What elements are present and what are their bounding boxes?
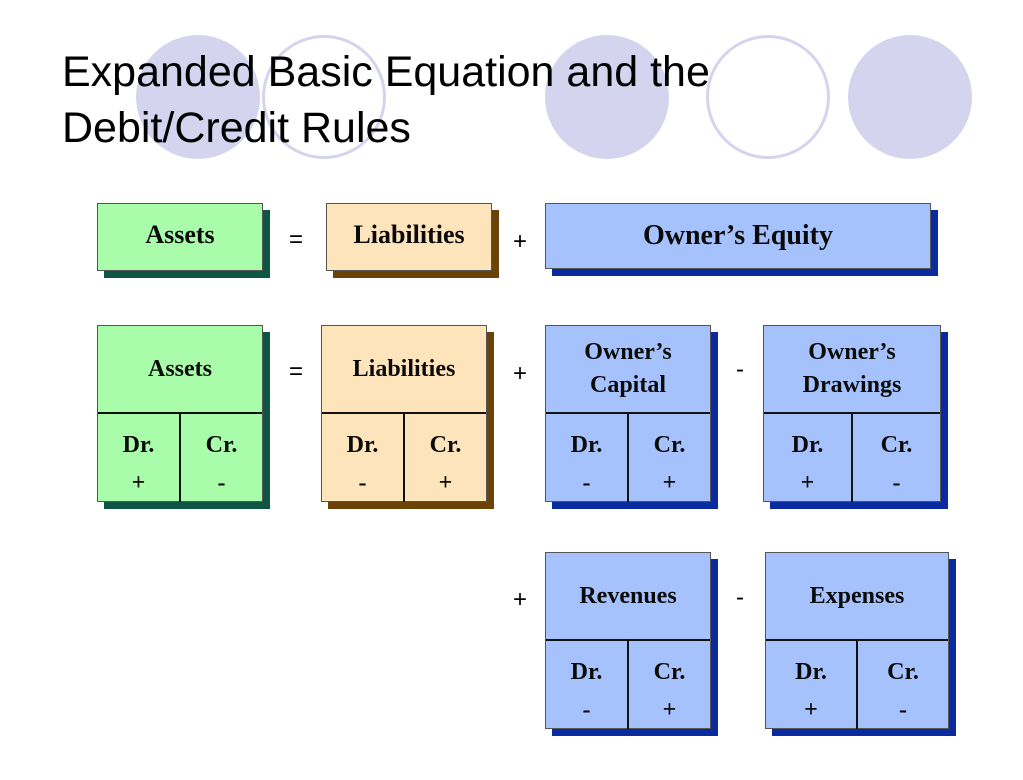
t-account-face: Liabilities Dr. - Cr. + xyxy=(321,325,487,502)
expenses-head: Expenses xyxy=(809,582,905,609)
t-account-face: Owner’s Capital Dr. - Cr. + xyxy=(545,325,711,502)
decorative-circle xyxy=(136,35,260,159)
decorative-circle xyxy=(545,35,669,159)
credit-sign: + xyxy=(662,697,677,723)
debit-sign: + xyxy=(800,470,815,496)
debit-column: Dr. - xyxy=(546,641,629,729)
assets-box: Assets xyxy=(97,203,270,278)
t-account-head: Owner’s Drawings xyxy=(764,326,940,414)
credit-column: Cr. + xyxy=(405,414,486,502)
owners-equity-box: Owner’s Equity xyxy=(545,203,938,276)
debit-column: Dr. + xyxy=(766,641,858,729)
decorative-ring xyxy=(706,35,830,159)
equals-sign: = xyxy=(288,358,303,385)
revenues-t-account: Revenues Dr. - Cr. + xyxy=(545,552,718,736)
t-account-head: Expenses xyxy=(766,553,948,641)
owners-drawings-head-line-1: Owner’s xyxy=(808,339,896,365)
t-account-head: Assets xyxy=(98,326,262,414)
credit-column: Cr. - xyxy=(853,414,940,502)
t-account-head: Owner’s Capital xyxy=(546,326,710,414)
expenses-t-account: Expenses Dr. + Cr. - xyxy=(765,552,956,736)
t-account-columns: Dr. - Cr. + xyxy=(322,414,486,502)
plus-sign: + xyxy=(512,228,527,255)
owners-capital-head-line-1: Owner’s xyxy=(584,339,672,365)
equals-sign: = xyxy=(288,226,303,253)
credit-sign: - xyxy=(217,470,226,496)
liabilities-label: Liabilities xyxy=(326,203,492,271)
debit-column: Dr. - xyxy=(546,414,629,502)
debit-sign: - xyxy=(358,470,367,496)
debit-column: Dr. + xyxy=(764,414,853,502)
credit-column: Cr. - xyxy=(181,414,262,502)
t-account-columns: Dr. + Cr. - xyxy=(98,414,262,502)
assets-t-account: Assets Dr. + Cr. - xyxy=(97,325,270,509)
debit-label: Dr. xyxy=(346,432,379,458)
debit-column: Dr. - xyxy=(322,414,405,502)
owners-capital-t-account: Owner’s Capital Dr. - Cr. + xyxy=(545,325,718,509)
t-account-columns: Dr. - Cr. + xyxy=(546,641,710,729)
credit-label: Cr. xyxy=(880,432,913,458)
slide-title: Expanded Basic Equation and the Debit/Cr… xyxy=(62,44,710,156)
credit-sign: - xyxy=(899,697,907,723)
debit-label: Dr. xyxy=(570,659,603,685)
t-account-head: Liabilities xyxy=(322,326,486,414)
title-line-2: Debit/Credit Rules xyxy=(62,104,411,152)
debit-label: Dr. xyxy=(791,432,824,458)
t-account-head: Revenues xyxy=(546,553,710,641)
credit-column: Cr. + xyxy=(629,414,710,502)
credit-sign: - xyxy=(892,470,901,496)
t-account-face: Owner’s Drawings Dr. + Cr. - xyxy=(763,325,941,502)
liabilities-head: Liabilities xyxy=(352,355,456,382)
credit-label: Cr. xyxy=(887,659,919,685)
owners-drawings-t-account: Owner’s Drawings Dr. + Cr. - xyxy=(763,325,948,509)
minus-sign: - xyxy=(736,584,744,611)
debit-label: Dr. xyxy=(795,659,827,685)
t-account-face: Revenues Dr. - Cr. + xyxy=(545,552,711,729)
debit-sign: - xyxy=(582,470,591,496)
liabilities-box: Liabilities xyxy=(326,203,499,278)
credit-label: Cr. xyxy=(653,432,686,458)
credit-label: Cr. xyxy=(429,432,462,458)
t-account-face: Assets Dr. + Cr. - xyxy=(97,325,263,502)
debit-sign: + xyxy=(804,697,818,723)
decorative-ring xyxy=(262,35,386,159)
title-line-1: Expanded Basic Equation and the xyxy=(62,48,710,96)
credit-sign: + xyxy=(438,470,453,496)
owners-drawings-head-line-2: Drawings xyxy=(802,372,902,398)
plus-sign: + xyxy=(512,586,527,613)
debit-sign: + xyxy=(131,470,146,496)
debit-label: Dr. xyxy=(122,432,155,458)
credit-label: Cr. xyxy=(653,659,686,685)
credit-column: Cr. + xyxy=(629,641,710,729)
owners-capital-head-line-2: Capital xyxy=(589,372,666,398)
t-account-columns: Dr. + Cr. - xyxy=(764,414,940,502)
plus-sign: + xyxy=(512,360,527,387)
credit-sign: + xyxy=(662,470,677,496)
debit-sign: - xyxy=(582,697,591,723)
decorative-circle xyxy=(848,35,972,159)
t-account-columns: Dr. + Cr. - xyxy=(766,641,948,729)
t-account-columns: Dr. - Cr. + xyxy=(546,414,710,502)
debit-column: Dr. + xyxy=(98,414,181,502)
revenues-head: Revenues xyxy=(579,582,677,609)
owners-equity-label: Owner’s Equity xyxy=(545,203,931,269)
assets-label: Assets xyxy=(97,203,263,271)
credit-column: Cr. - xyxy=(858,641,948,729)
t-account-face: Expenses Dr. + Cr. - xyxy=(765,552,949,729)
liabilities-t-account: Liabilities Dr. - Cr. + xyxy=(321,325,494,509)
debit-label: Dr. xyxy=(570,432,603,458)
credit-label: Cr. xyxy=(205,432,238,458)
assets-head: Assets xyxy=(148,355,212,382)
minus-sign: - xyxy=(736,356,744,383)
